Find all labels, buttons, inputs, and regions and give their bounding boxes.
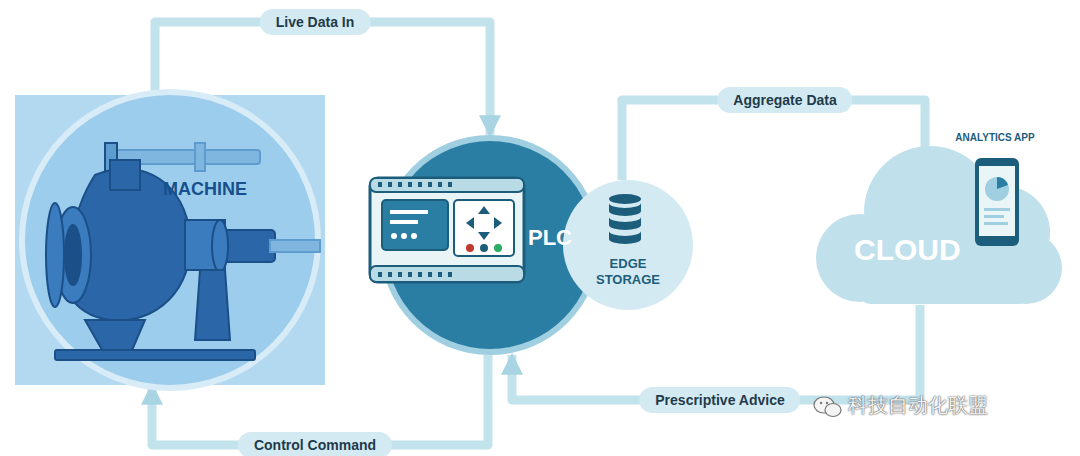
phone-node: ANALYTICS APP [948, 132, 1042, 250]
node-label: CLOUD [854, 232, 974, 268]
edge-label: Control Command [238, 432, 392, 456]
plc-device-icon [368, 176, 528, 286]
wechat-icon [812, 394, 844, 420]
node-label: PLC [528, 225, 588, 251]
watermark: 科技自动化联盟 [848, 392, 988, 419]
edge-label-holder: Live Data In [260, 9, 371, 35]
cloud-outline [812, 140, 1065, 305]
node-label: MACHINE [163, 179, 313, 201]
node-label: EDGE STORAGE [583, 256, 673, 287]
flow-arrow [512, 305, 920, 400]
pump-illustration [15, 95, 325, 385]
cloud-node: CLOUDANALYTICS APP [812, 140, 1065, 305]
node-label: ANALYTICS APP [948, 132, 1042, 144]
edge-label: Prescriptive Advice [639, 387, 800, 413]
edge-label-holder: Aggregate Data [717, 87, 852, 113]
edge-label-holder: Prescriptive Advice [639, 387, 800, 413]
edge-label-holder: Control Command [238, 432, 392, 456]
edge-label: Live Data In [260, 9, 371, 35]
database-icon [607, 193, 643, 245]
phone-outline [948, 132, 1042, 250]
edge-label: Aggregate Data [717, 87, 852, 113]
